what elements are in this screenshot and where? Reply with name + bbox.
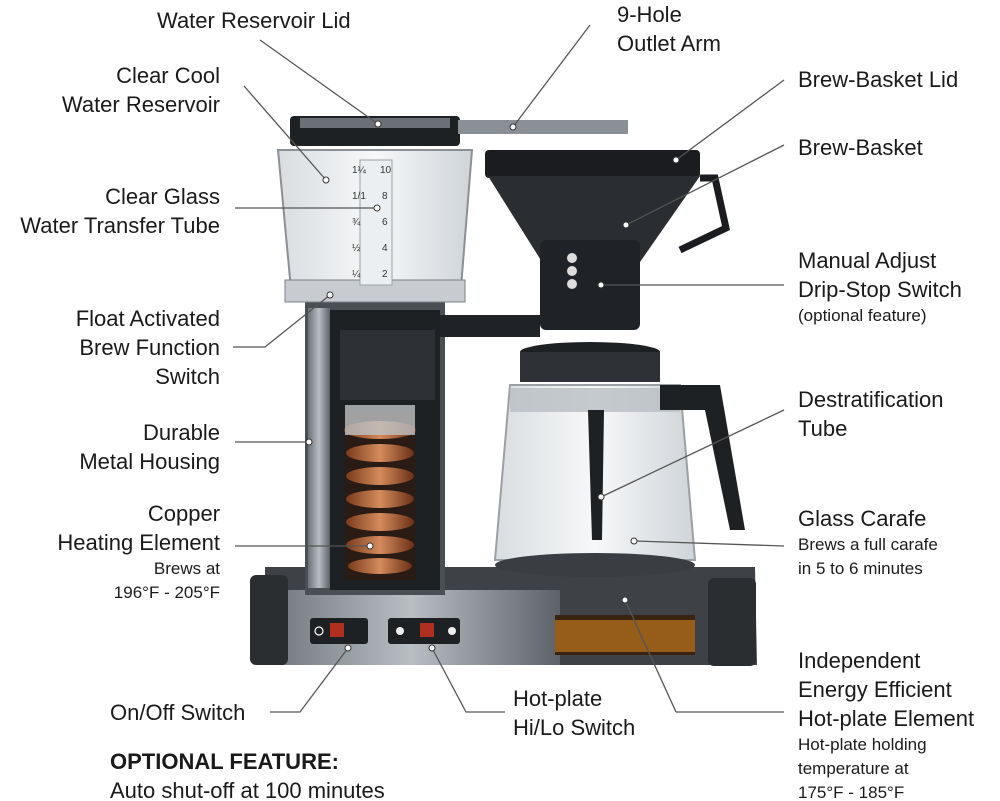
scale-mark: 2 xyxy=(382,269,388,280)
leader-outlet-arm xyxy=(512,24,591,128)
leader-onoff xyxy=(270,647,349,713)
switch-symbols xyxy=(314,626,324,636)
scale-mark: 8 xyxy=(382,191,388,202)
leader-reservoir-lid xyxy=(259,39,379,125)
scale-mark: 4 xyxy=(382,243,388,254)
optional-feature-note: OPTIONAL FEATURE: Auto shut-off at 100 m… xyxy=(110,747,385,801)
copper-heating-element xyxy=(344,405,416,580)
label-hotplate-element: Independent Energy Efficient Hot-plate E… xyxy=(798,648,975,801)
label-outlet-arm: 9-Hole Outlet Arm xyxy=(617,2,721,56)
label-brew-basket-lid: Brew-Basket Lid xyxy=(798,67,959,92)
brew-basket xyxy=(440,150,731,337)
leader-glass-carafe xyxy=(633,540,785,547)
scale-mark: 1¼ xyxy=(352,164,367,176)
scale-mark: ¼ xyxy=(352,268,361,280)
leader-cool-reservoir xyxy=(243,85,327,181)
scale-mark: ½ xyxy=(352,243,361,254)
label-onoff: On/Off Switch xyxy=(110,700,246,725)
label-destrat-tube: Destratification Tube xyxy=(798,387,944,441)
label-reservoir-lid: Water Reservoir Lid xyxy=(157,8,351,33)
scale-mark: 1/1 xyxy=(352,191,366,202)
power-icon xyxy=(314,626,324,636)
label-cool-reservoir: Clear Cool Water Reservoir xyxy=(61,63,220,117)
leader-brew-basket xyxy=(625,144,785,226)
label-glass-carafe: Glass Carafe Brews a full carafe in 5 to… xyxy=(798,506,938,578)
label-hilo: Hot-plate Hi/Lo Switch xyxy=(513,686,636,740)
glass-carafe xyxy=(493,342,745,577)
label-metal-housing: Durable Metal Housing xyxy=(79,420,220,474)
label-drip-stop: Manual Adjust Drip-Stop Switch (optional… xyxy=(798,248,962,325)
leader-hilo xyxy=(431,647,505,713)
leader-float-switch xyxy=(233,294,331,348)
scale-mark: 10 xyxy=(380,165,392,176)
leader-destrat-tube xyxy=(600,409,785,498)
leader-hotplate-element-2 xyxy=(624,599,677,713)
label-copper-element: Copper Heating Element Brews at 196°F - … xyxy=(57,501,220,602)
leader-brew-basket-lid xyxy=(675,79,785,161)
tube-scale: 1¼ 10 1/1 8 ¾ 6 ½ 4 ¼ 2 xyxy=(352,164,392,280)
leader-lines xyxy=(233,24,785,713)
leader-dots xyxy=(305,120,680,652)
scale-mark: 6 xyxy=(382,217,388,228)
switch-panels xyxy=(310,618,460,644)
scale-mark: ¾ xyxy=(352,217,361,228)
label-float-switch: Float Activated Brew Function Switch xyxy=(75,306,220,389)
optional-feature-text: Auto shut-off at 100 minutes xyxy=(110,778,385,801)
label-transfer-tube: Clear Glass Water Transfer Tube xyxy=(20,184,220,238)
water-reservoir xyxy=(276,116,628,303)
label-brew-basket: Brew-Basket xyxy=(798,135,923,160)
optional-feature-title: OPTIONAL FEATURE: xyxy=(110,749,339,774)
